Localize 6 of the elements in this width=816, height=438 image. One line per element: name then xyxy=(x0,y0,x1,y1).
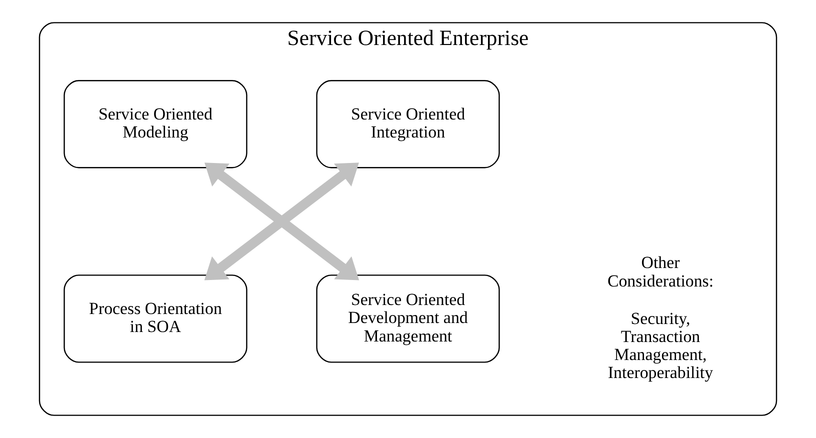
node-box: Service Oriented Development and Management xyxy=(316,274,500,363)
node-box: Service Oriented Modeling xyxy=(64,80,248,168)
node-box: Process Orientation in SOA xyxy=(64,274,248,363)
label: Other Considerations: xyxy=(607,253,714,290)
label: Security, Transaction Management, Interoperability xyxy=(608,308,714,382)
node-box: Service Oriented Integration xyxy=(316,80,500,168)
